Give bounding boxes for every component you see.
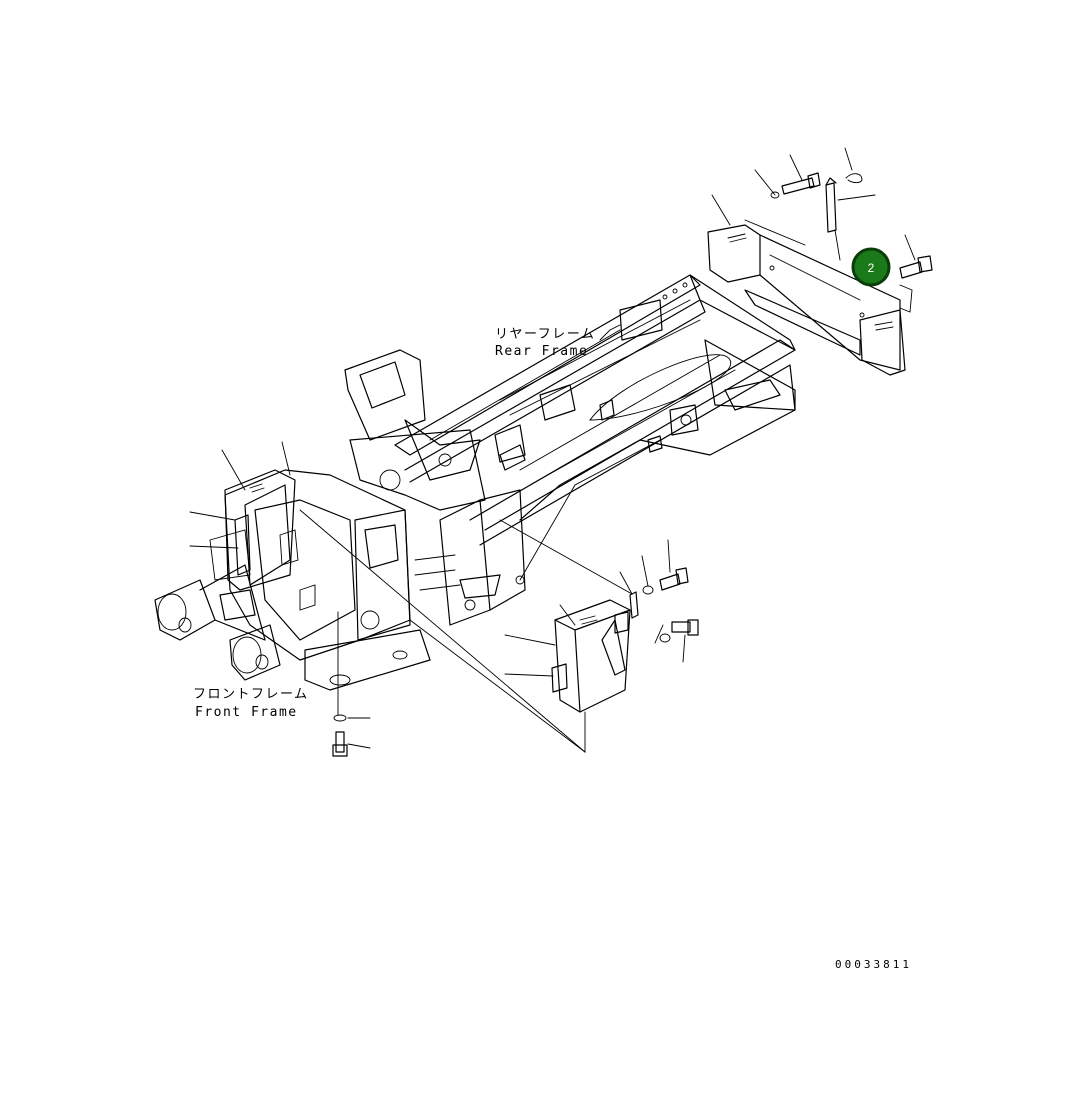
rear-frame-label-en: Rear Frame — [495, 344, 588, 359]
center-hinge-drawing — [344, 349, 526, 626]
step-box-drawing — [551, 567, 699, 713]
bottom-bolts-drawing — [332, 714, 348, 757]
callout-badge-number[interactable]: 2 — [868, 261, 875, 275]
callout-badge-circle[interactable] — [851, 247, 891, 287]
front-frame-label-en: Front Frame — [195, 705, 298, 720]
rear-frame-drawing — [394, 274, 796, 546]
front-frame-label-jp: フロントフレーム — [193, 687, 309, 702]
document-number: 00033811 — [835, 958, 912, 971]
leader-lines — [189, 147, 916, 753]
rear-frame-label-jp: リヤーフレーム — [495, 327, 595, 342]
front-frame-drawing — [154, 469, 431, 691]
callout-badge[interactable]: 2 — [851, 247, 891, 287]
rear-guard-drawing — [707, 172, 933, 376]
